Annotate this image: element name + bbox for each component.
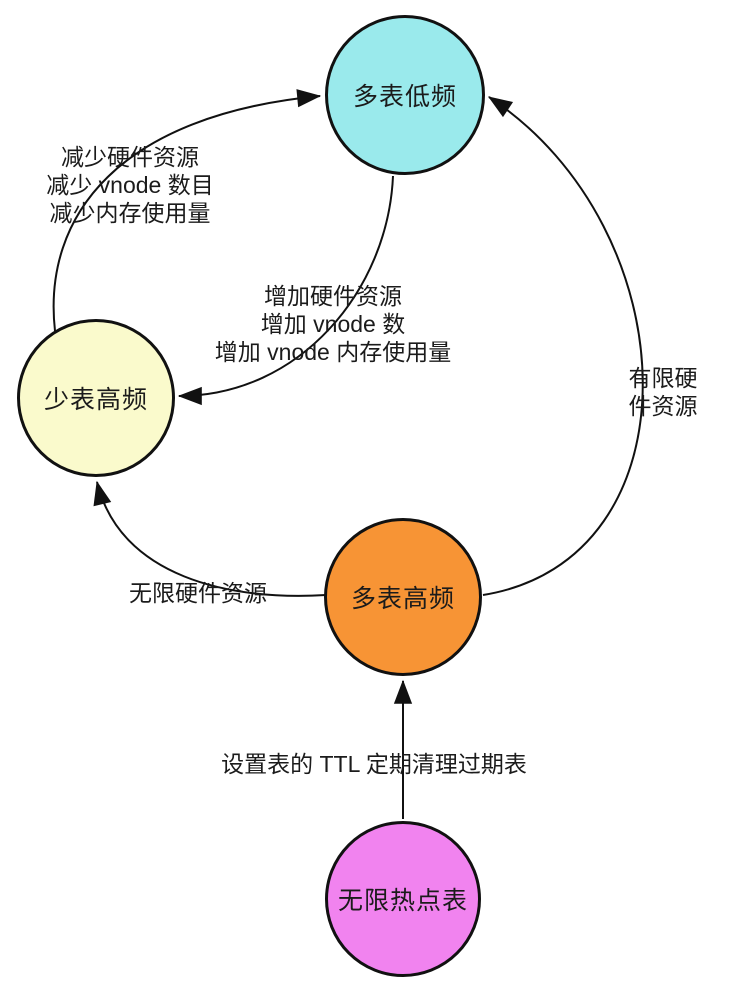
edge-reduce-arrow	[52, 89, 322, 332]
edge-label-unlimited-hardware: 无限硬件资源	[129, 580, 267, 606]
edge-unlimited-arrow	[93, 480, 327, 597]
node-few-table-high-freq: 少表高频	[17, 319, 175, 477]
edge-label-ttl-cleanup: 设置表的 TTL 定期清理过期表	[221, 751, 527, 777]
edge-increase-arrow	[177, 175, 394, 406]
node-multi-table-high-freq-label: 多表高频	[350, 585, 455, 613]
node-unlimited-hot-tables: 无限热点表	[325, 821, 481, 977]
node-unlimited-hot-tables-label: 无限热点表	[337, 887, 468, 915]
edge-label-reduce-resources: 减少硬件资源 减少 vnode 数目 减少内存使用量	[46, 144, 214, 226]
edge-label-increase-resources: 增加硬件资源 增加 vnode 数 增加 vnode 内存使用量	[214, 283, 452, 365]
node-multi-table-high-freq: 多表高频	[324, 518, 482, 676]
node-multi-table-low-freq-label: 多表低频	[352, 83, 457, 111]
node-few-table-high-freq-label: 少表高频	[43, 386, 148, 414]
edge-label-limited-hardware: 有限硬件资源	[628, 365, 698, 419]
node-multi-table-low-freq: 多表低频	[325, 15, 485, 175]
edge-limited-arrow	[482, 96, 644, 596]
